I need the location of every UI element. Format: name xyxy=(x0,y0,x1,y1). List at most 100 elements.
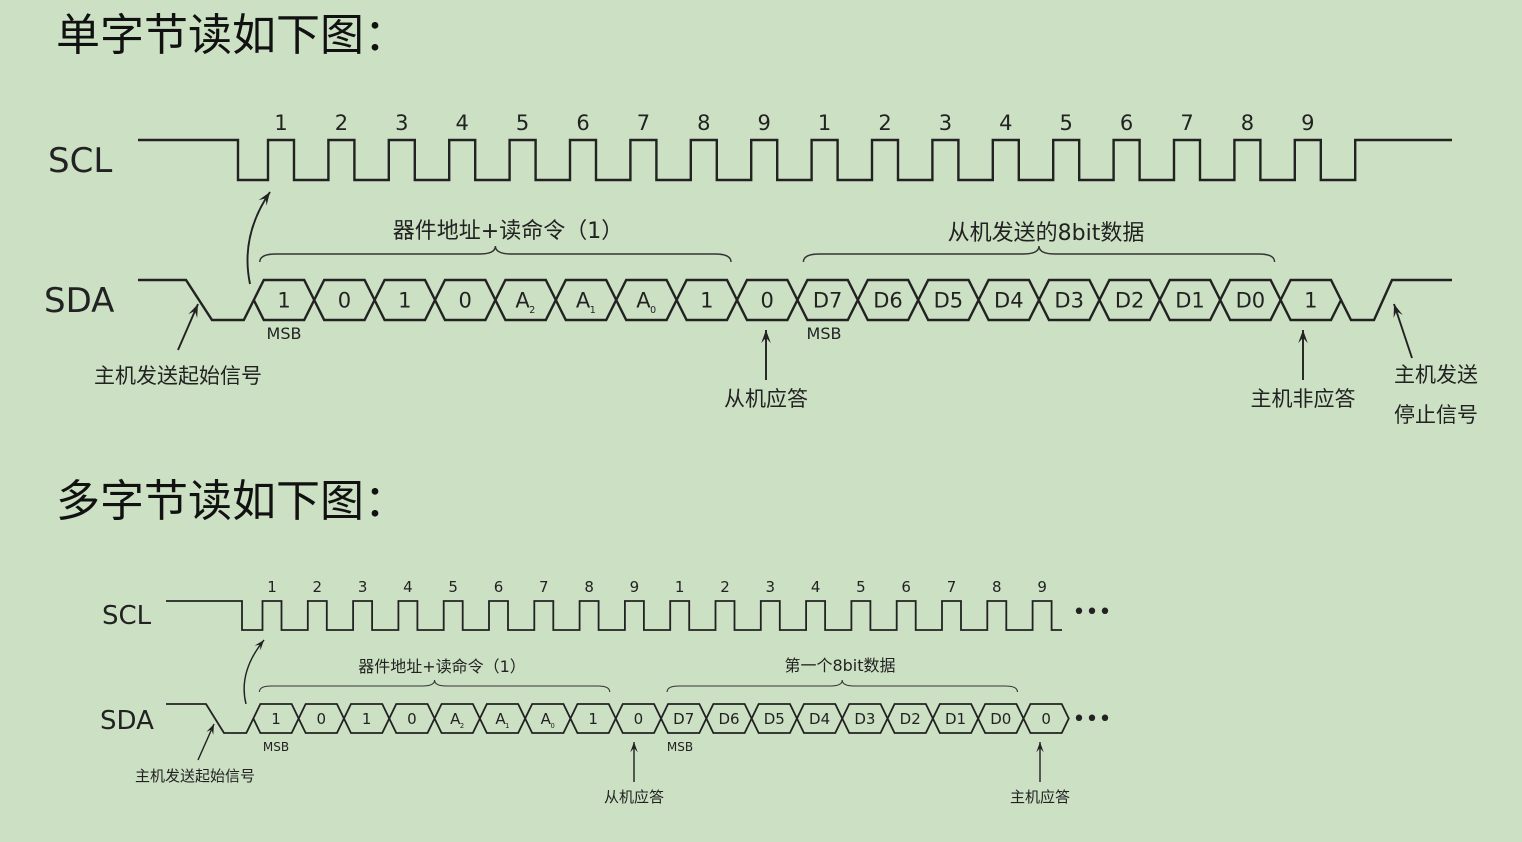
d1-arrow-start-head xyxy=(188,304,198,318)
d1-start-label: 主机发送起始信号 xyxy=(94,364,262,388)
heading-multi-byte-read: 多字节读如下图： xyxy=(56,476,408,527)
d2-arrow-scl-start-head xyxy=(254,640,264,651)
d1-clock-number-3: 3 xyxy=(395,111,408,135)
d2-sda-bit-cell-18 xyxy=(1022,703,1070,734)
d1-brace-data-label: 从机发送的8bit数据 xyxy=(948,221,1145,246)
d1-sda-bit-label-13: D4 xyxy=(994,289,1024,313)
d1-clock-number-10: 1 xyxy=(818,111,831,135)
d1-arrow-stop xyxy=(1393,303,1413,359)
d1-brace-address xyxy=(259,245,732,263)
d1-sda-bit-label-14: D3 xyxy=(1054,289,1084,313)
d2-brace-data xyxy=(666,679,1018,693)
d1-sda-bit-label-16: D1 xyxy=(1175,289,1205,313)
d2-clock-number-7: 7 xyxy=(539,578,549,596)
d2-clock-number-15: 6 xyxy=(901,578,911,596)
d2-clock-number-3: 3 xyxy=(358,578,368,596)
d1-sda-bit-label-2: 0 xyxy=(338,289,351,313)
d2-brace-address-label: 器件地址+读命令（1） xyxy=(358,657,526,676)
d1-clock-number-7: 7 xyxy=(637,111,650,135)
d2-arrow-start xyxy=(197,723,215,761)
d1-clock-number-2: 2 xyxy=(335,111,348,135)
d1-sda-bit-label-12: D5 xyxy=(934,289,964,313)
d2-sda-bit-subscript-6: 1 xyxy=(505,722,509,730)
d2-sda-bit-label-12: D5 xyxy=(764,710,785,728)
d2-slave-ack-label: 从机应答 xyxy=(604,788,664,806)
d2-sda-bit-label-9: 0 xyxy=(634,710,644,728)
d2-arrow-start-head xyxy=(206,724,214,735)
d1-sda-bit-subscript-7: 0 xyxy=(650,305,656,316)
d1-arrow-scl-start xyxy=(246,191,271,285)
d1-arrow-start xyxy=(177,303,199,351)
d1-sda-bit-label-18: 1 xyxy=(1304,289,1317,313)
d2-arrow-scl-start xyxy=(243,639,265,705)
d2-sda-label: SDA xyxy=(100,706,154,736)
d1-slave-ack-label: 从机应答 xyxy=(724,387,808,411)
d1-sda-bit-label-7: A xyxy=(636,289,651,313)
d1-sda-bit-subscript-6: 1 xyxy=(590,305,596,316)
d2-sda-bit-label-16: D1 xyxy=(945,710,966,728)
d2-clock-number-18: 9 xyxy=(1037,578,1047,596)
d1-sda-bit-label-1: 1 xyxy=(277,289,290,313)
d2-clock-number-16: 7 xyxy=(947,578,957,596)
d1-arrow-stop-head xyxy=(1393,304,1403,318)
d2-sda-bit-label-15: D2 xyxy=(900,710,921,728)
d1-sda-bit-label-15: D2 xyxy=(1115,289,1145,313)
d2-clock-number-5: 5 xyxy=(448,578,458,596)
d2-clock-number-1: 1 xyxy=(267,578,277,596)
d1-clock-number-14: 5 xyxy=(1060,111,1073,135)
d2-sda-bit-label-14: D3 xyxy=(854,710,875,728)
d1-sda-bit-label-11: D6 xyxy=(873,289,903,313)
d2-scl-label: SCL xyxy=(102,601,152,631)
d2-sda-bit-label-8: 1 xyxy=(588,710,598,728)
d2-clock-number-14: 5 xyxy=(856,578,866,596)
d1-arrow-scl-start-head xyxy=(258,192,270,206)
d2-sda-bit-subscript-7: 0 xyxy=(550,722,554,730)
d1-clock-number-16: 7 xyxy=(1180,111,1193,135)
d1-clock-number-4: 4 xyxy=(456,111,469,135)
d1-brace-data xyxy=(802,245,1276,263)
d2-sda-bit-label-7: A xyxy=(541,710,552,728)
d2-master-ack-label: 主机应答 xyxy=(1010,788,1070,806)
d2-clock-number-10: 1 xyxy=(675,578,685,596)
d2-arrow-master-ack-head xyxy=(1036,742,1044,753)
d1-scl-waveform xyxy=(138,138,1452,182)
d2-arrow-slave-ack-head xyxy=(630,742,638,753)
d2-brace-address xyxy=(258,679,611,693)
d2-clock-number-4: 4 xyxy=(403,578,413,596)
d2-clock-number-12: 3 xyxy=(766,578,776,596)
d1-clock-number-15: 6 xyxy=(1120,111,1133,135)
d2-scl-ellipsis: ••• xyxy=(1073,600,1112,625)
d1-stop-label-2: 停止信号 xyxy=(1394,403,1478,427)
d2-sda-ellipsis: ••• xyxy=(1073,707,1112,732)
d1-sda-start-condition xyxy=(138,278,255,322)
d2-sda-bit-label-10: D7 xyxy=(673,710,694,728)
heading-single-byte-read: 单字节读如下图： xyxy=(56,10,408,61)
d2-sda-bit-label-4: 0 xyxy=(407,710,417,728)
d1-clock-number-17: 8 xyxy=(1241,111,1254,135)
d1-clock-number-18: 9 xyxy=(1301,111,1314,135)
d1-clock-number-12: 3 xyxy=(939,111,952,135)
d2-brace-data-label: 第一个8bit数据 xyxy=(784,656,895,675)
d2-sda-bit-label-11: D6 xyxy=(718,710,739,728)
d2-sda-bit-label-1: 1 xyxy=(271,710,281,728)
d1-sda-bit-label-10: D7 xyxy=(813,289,843,313)
d2-clock-number-13: 4 xyxy=(811,578,821,596)
d2-sda-bit-label-3: 1 xyxy=(362,710,372,728)
d1-arrow-master-nack-head xyxy=(1298,330,1308,344)
d1-clock-number-11: 2 xyxy=(878,111,891,135)
d2-sda-bit-label-13: D4 xyxy=(809,710,830,728)
d2-msb-label-2: MSB xyxy=(667,740,693,754)
d1-sda-label: SDA xyxy=(44,281,114,321)
d2-sda-bit-label-6: A xyxy=(495,710,506,728)
d2-sda-bit-label-17: D0 xyxy=(990,710,1011,728)
d2-scl-waveform xyxy=(166,600,1062,631)
d2-clock-number-2: 2 xyxy=(313,578,323,596)
d2-clock-number-8: 8 xyxy=(584,578,594,596)
d2-clock-number-9: 9 xyxy=(630,578,640,596)
d1-msb-label-2: MSB xyxy=(807,324,842,343)
d1-sda-stop-condition xyxy=(1339,278,1452,322)
d2-clock-number-11: 2 xyxy=(720,578,730,596)
d2-sda-start-condition xyxy=(166,703,255,734)
d1-arrow-slave-ack-head xyxy=(761,330,771,344)
d1-sda-bit-label-17: D0 xyxy=(1236,289,1266,313)
